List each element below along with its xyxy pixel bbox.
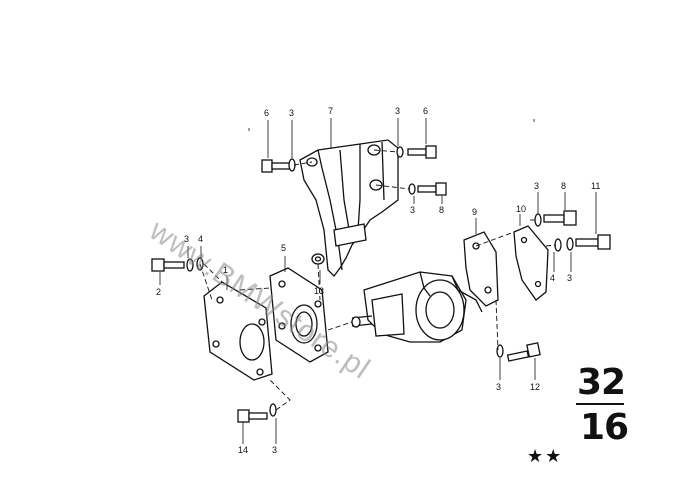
bracket-part-7 — [299, 139, 399, 277]
bolt-14-bottom — [237, 403, 277, 423]
callout-3-top-right: 3 — [395, 106, 401, 116]
bolt-2-left — [151, 257, 204, 272]
callout-4-left: 4 — [198, 234, 204, 244]
washer-13 — [311, 253, 325, 265]
bolt-12-lower-right — [496, 342, 541, 362]
callout-12: 12 — [530, 382, 541, 392]
group-number-bottom: 16 — [580, 407, 629, 448]
leader-lines — [159, 118, 597, 444]
assembly-lines — [199, 149, 557, 411]
rating-stars: ★★ — [527, 446, 564, 467]
plate-part-5 — [269, 267, 329, 363]
gasket-part-1 — [203, 281, 273, 381]
callout-3-left: 3 — [184, 234, 190, 244]
callout-6-top-right: 6 — [423, 106, 429, 116]
bracket-part-10 — [513, 225, 549, 301]
callout-5: 5 — [281, 243, 287, 253]
callout-11: 11 — [591, 181, 601, 191]
callout-4-right: 4 — [550, 273, 556, 283]
bolt-8-right — [534, 210, 577, 227]
callout-8-middle: 8 — [439, 205, 445, 215]
callout-1: 1 — [223, 265, 229, 275]
callout-3-right-top: 3 — [534, 181, 540, 191]
bolt-11-right — [554, 234, 611, 252]
bolt-6-upper-right — [407, 145, 437, 159]
callout-3-middle: 3 — [410, 205, 416, 215]
bolt-8-middle — [408, 182, 447, 196]
callout-9: 9 — [472, 207, 478, 217]
callout-14: 14 — [238, 445, 249, 455]
callout-3-lower-right: 3 — [496, 382, 502, 392]
callout-13: 13 — [314, 286, 325, 296]
callout-2: 2 — [156, 287, 162, 297]
pump-assembly — [351, 271, 483, 343]
callout-6-top-left: 6 — [264, 108, 270, 118]
bracket-part-9 — [463, 231, 499, 307]
callout-10: 10 — [516, 204, 527, 214]
callout-3-bottom: 3 — [272, 445, 278, 455]
callout-3-right-bottom: 3 — [567, 273, 573, 283]
group-divider — [576, 403, 624, 405]
washer-3-upper-right — [396, 146, 404, 158]
bolt-6-upper-left — [261, 159, 293, 173]
group-number-top: 32 — [577, 362, 626, 403]
callout-8-right: 8 — [561, 181, 567, 191]
callout-7: 7 — [328, 106, 334, 116]
callout-3-top-left: 3 — [289, 108, 295, 118]
